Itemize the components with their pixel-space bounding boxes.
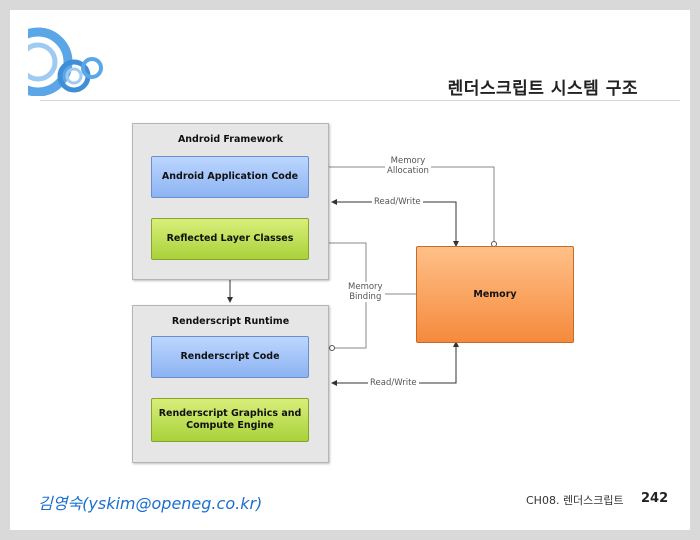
- logo-icon: [28, 27, 103, 96]
- renderscript-code-box: Renderscript Code: [151, 336, 309, 378]
- line-read-write-top: [335, 201, 457, 244]
- author-signature: 김영숙(yskim@openeg.co.kr): [38, 494, 263, 513]
- line-read-write-bottom: [335, 343, 457, 384]
- renderscript-runtime-title: Renderscript Runtime: [171, 316, 290, 327]
- page-number: 242: [641, 491, 669, 506]
- label-read-write-top: Read/Write: [372, 197, 423, 207]
- memory-box: Memory: [416, 246, 574, 343]
- reflected-layer-box: Reflected Layer Classes: [151, 218, 309, 260]
- label-read-write-bottom: Read/Write: [368, 378, 419, 388]
- android-framework-title: Android Framework: [177, 134, 284, 145]
- line-memory-allocation: [328, 166, 495, 242]
- android-app-code-box: Android Application Code: [151, 156, 309, 198]
- footer-chapter: CH08. 렌더스크립트: [526, 494, 624, 507]
- renderscript-engine-line2: Compute Engine: [186, 420, 274, 431]
- diagram-connectors: [227, 166, 497, 397]
- page-title: 렌더스크립트 시스템 구조: [447, 79, 638, 99]
- renderscript-engine-line1: Renderscript Graphics and: [158, 408, 302, 419]
- slide: 렌더스크립트 시스템 구조 Android Framework A: [10, 10, 690, 530]
- renderscript-engine-box: Renderscript Graphics and Compute Engine: [151, 398, 309, 442]
- title-divider: [40, 100, 680, 101]
